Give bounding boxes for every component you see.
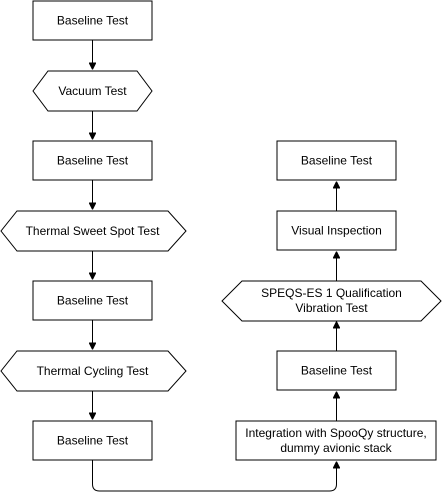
- node-baseline-test-3: Baseline Test: [32, 280, 153, 321]
- node-label: Baseline Test: [57, 294, 129, 308]
- node-vacuum-test: Vacuum Test: [32, 70, 153, 112]
- node-vibration-test: SPEQS-ES 1 Qualification Vibration Test: [221, 280, 442, 322]
- node-thermal-cycling-test: Thermal Cycling Test: [0, 350, 187, 392]
- node-label: Baseline Test: [57, 14, 129, 28]
- node-thermal-sweet-spot-test: Thermal Sweet Spot Test: [0, 210, 187, 252]
- node-label-line-1: Integration with SpooQy structure,: [245, 426, 426, 440]
- node-baseline-test-1: Baseline Test: [32, 0, 153, 41]
- node-baseline-test-2: Baseline Test: [32, 140, 153, 181]
- node-integration: Integration with SpooQy structure, dummy…: [235, 420, 437, 461]
- node-label: Thermal Cycling Test: [37, 364, 149, 378]
- edge-connector-arrow: [92, 460, 337, 492]
- node-label: Baseline Test: [57, 154, 129, 168]
- node-baseline-test-5: Baseline Test: [276, 350, 397, 391]
- node-label: Visual Inspection: [291, 224, 382, 238]
- node-label-line-2: dummy avionic stack: [280, 441, 392, 455]
- node-visual-inspection: Visual Inspection: [276, 210, 397, 251]
- node-label: Baseline Test: [57, 434, 129, 448]
- node-label: Baseline Test: [301, 154, 373, 168]
- node-baseline-test-6: Baseline Test: [276, 140, 397, 181]
- node-baseline-test-4: Baseline Test: [32, 420, 153, 461]
- node-label-line-1: SPEQS-ES 1 Qualification: [261, 286, 402, 300]
- node-label: Thermal Sweet Spot Test: [26, 224, 161, 238]
- node-label: Baseline Test: [301, 364, 373, 378]
- node-label-line-2: Vibration Test: [295, 301, 368, 315]
- node-label: Vacuum Test: [58, 84, 127, 98]
